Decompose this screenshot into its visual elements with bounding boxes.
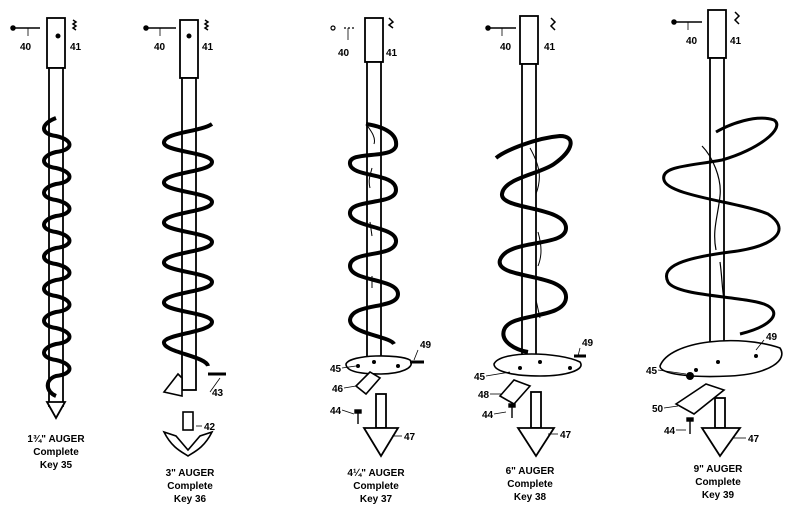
auger-38-part-41: 41	[544, 42, 556, 53]
auger-37-flight-edge	[365, 123, 375, 288]
auger-39-caption-title: 9" AUGER	[694, 464, 744, 475]
auger-38-caption-complete: Complete	[507, 479, 553, 490]
auger-39-part-44: 44	[664, 426, 676, 437]
auger-37-screw-44	[354, 409, 362, 424]
auger-39-shaft	[707, 9, 727, 363]
auger-39-clip	[733, 11, 741, 25]
auger-38-caption-title: 6" AUGER	[506, 466, 556, 477]
auger-37-hitch-pin	[330, 25, 356, 40]
auger-38-point-47	[516, 391, 556, 458]
auger-37-blade-46	[354, 370, 382, 396]
auger-37-part-47: 47	[404, 432, 416, 443]
auger-38-flight-edge	[529, 147, 542, 319]
auger-39-part-47: 47	[748, 434, 760, 445]
auger-35-caption-title: 1¾" AUGER	[27, 434, 85, 445]
auger-39-part-41: 41	[730, 36, 742, 47]
auger-36-part-43: 43	[212, 388, 224, 399]
auger-38-blade-48	[498, 379, 532, 406]
captions: 1¾" AUGER Complete Key 35 3" AUGER Compl…	[27, 434, 743, 505]
auger-35-hitch-pin	[10, 25, 40, 36]
auger-36-caption-key: Key 36	[174, 494, 207, 505]
auger-36-clip	[203, 19, 210, 31]
auger-39-caption-complete: Complete	[695, 477, 741, 488]
auger-37-flighting	[347, 122, 401, 346]
auger-37-part-41: 41	[386, 48, 398, 59]
auger-38-part-47: 47	[560, 430, 572, 441]
auger-35-clip	[71, 19, 78, 31]
auger-38-cutter-plate	[493, 353, 582, 377]
auger-35-flighting	[42, 116, 72, 398]
auger-35-part-40: 40	[20, 42, 32, 53]
auger-39-flight-edge	[701, 145, 725, 301]
auger-39-screw-44	[686, 417, 694, 434]
auger-38-caption-key: Key 38	[514, 492, 547, 503]
auger-36-tip	[162, 411, 214, 457]
auger-39-hitch-pin	[671, 19, 702, 30]
auger-37-part-40: 40	[338, 48, 350, 59]
auger-38-part-40: 40	[500, 42, 512, 53]
auger-37-clip	[387, 17, 395, 29]
auger-38-part-44: 44	[482, 410, 494, 421]
auger-39-part-49: 49	[766, 332, 778, 343]
auger-35-part-41: 41	[70, 42, 82, 53]
auger-39-drawing	[659, 9, 783, 458]
auger-35-caption-key: Key 35	[40, 460, 73, 471]
auger-36-caption-complete: Complete	[167, 481, 213, 492]
auger-38-flighting	[494, 133, 573, 354]
auger-38-hitch-pin	[485, 25, 516, 36]
auger-38-shaft	[519, 15, 539, 361]
auger-39-point-47	[700, 397, 742, 458]
auger-37-plate-holes	[356, 360, 400, 368]
auger-36-part-41: 41	[202, 42, 214, 53]
auger-39-flighting	[662, 116, 781, 336]
auger-38-drawing	[485, 15, 586, 458]
auger-38-screw-44	[508, 403, 516, 418]
auger-39-part-50: 50	[652, 404, 664, 415]
auger-37-part-49: 49	[420, 340, 432, 351]
auger-38-part-48: 48	[478, 390, 490, 401]
auger-38-clip	[549, 17, 557, 31]
part-labels: 40 41 40 41 43 42 40 41 49 45 46 44 47 4…	[20, 36, 778, 445]
auger-38-part-45: 45	[474, 372, 486, 383]
leader-lines	[196, 339, 765, 439]
auger-36-part-40: 40	[154, 42, 166, 53]
auger-36-caption-title: 3" AUGER	[166, 468, 216, 479]
auger-39-cutter-plate	[659, 339, 783, 378]
auger-37-drawing	[330, 17, 424, 458]
auger-39-plate-holes	[694, 354, 758, 372]
auger-37-shaft	[364, 17, 384, 361]
auger-36-hitch-pin	[143, 25, 176, 36]
auger-36-bottom-fin	[162, 372, 183, 397]
auger-39-caption-key: Key 39	[702, 490, 735, 501]
auger-39-part-45: 45	[646, 366, 658, 377]
auger-38-part-49: 49	[582, 338, 594, 349]
auger-37-part-46: 46	[332, 384, 344, 395]
auger-37-caption-title: 4¼" AUGER	[347, 468, 405, 479]
auger-37-part-45: 45	[330, 364, 342, 375]
auger-38-plate-holes	[518, 360, 572, 370]
auger-37-cutter-plate	[345, 355, 413, 375]
auger-36-drawing	[143, 19, 226, 457]
auger-37-caption-key: Key 37	[360, 494, 393, 505]
auger-35-caption-complete: Complete	[33, 447, 79, 458]
auger-36-part-42: 42	[204, 422, 216, 433]
auger-39-blade-50	[674, 383, 726, 415]
auger-35-tip	[45, 401, 67, 420]
auger-36-flighting	[162, 122, 215, 368]
auger-39-part-40: 40	[686, 36, 698, 47]
auger-37-point-47	[362, 393, 400, 458]
auger-39-nut-45	[686, 372, 694, 380]
auger-37-caption-complete: Complete	[353, 481, 399, 492]
auger-35-drawing	[10, 17, 78, 420]
auger-37-part-44: 44	[330, 406, 342, 417]
